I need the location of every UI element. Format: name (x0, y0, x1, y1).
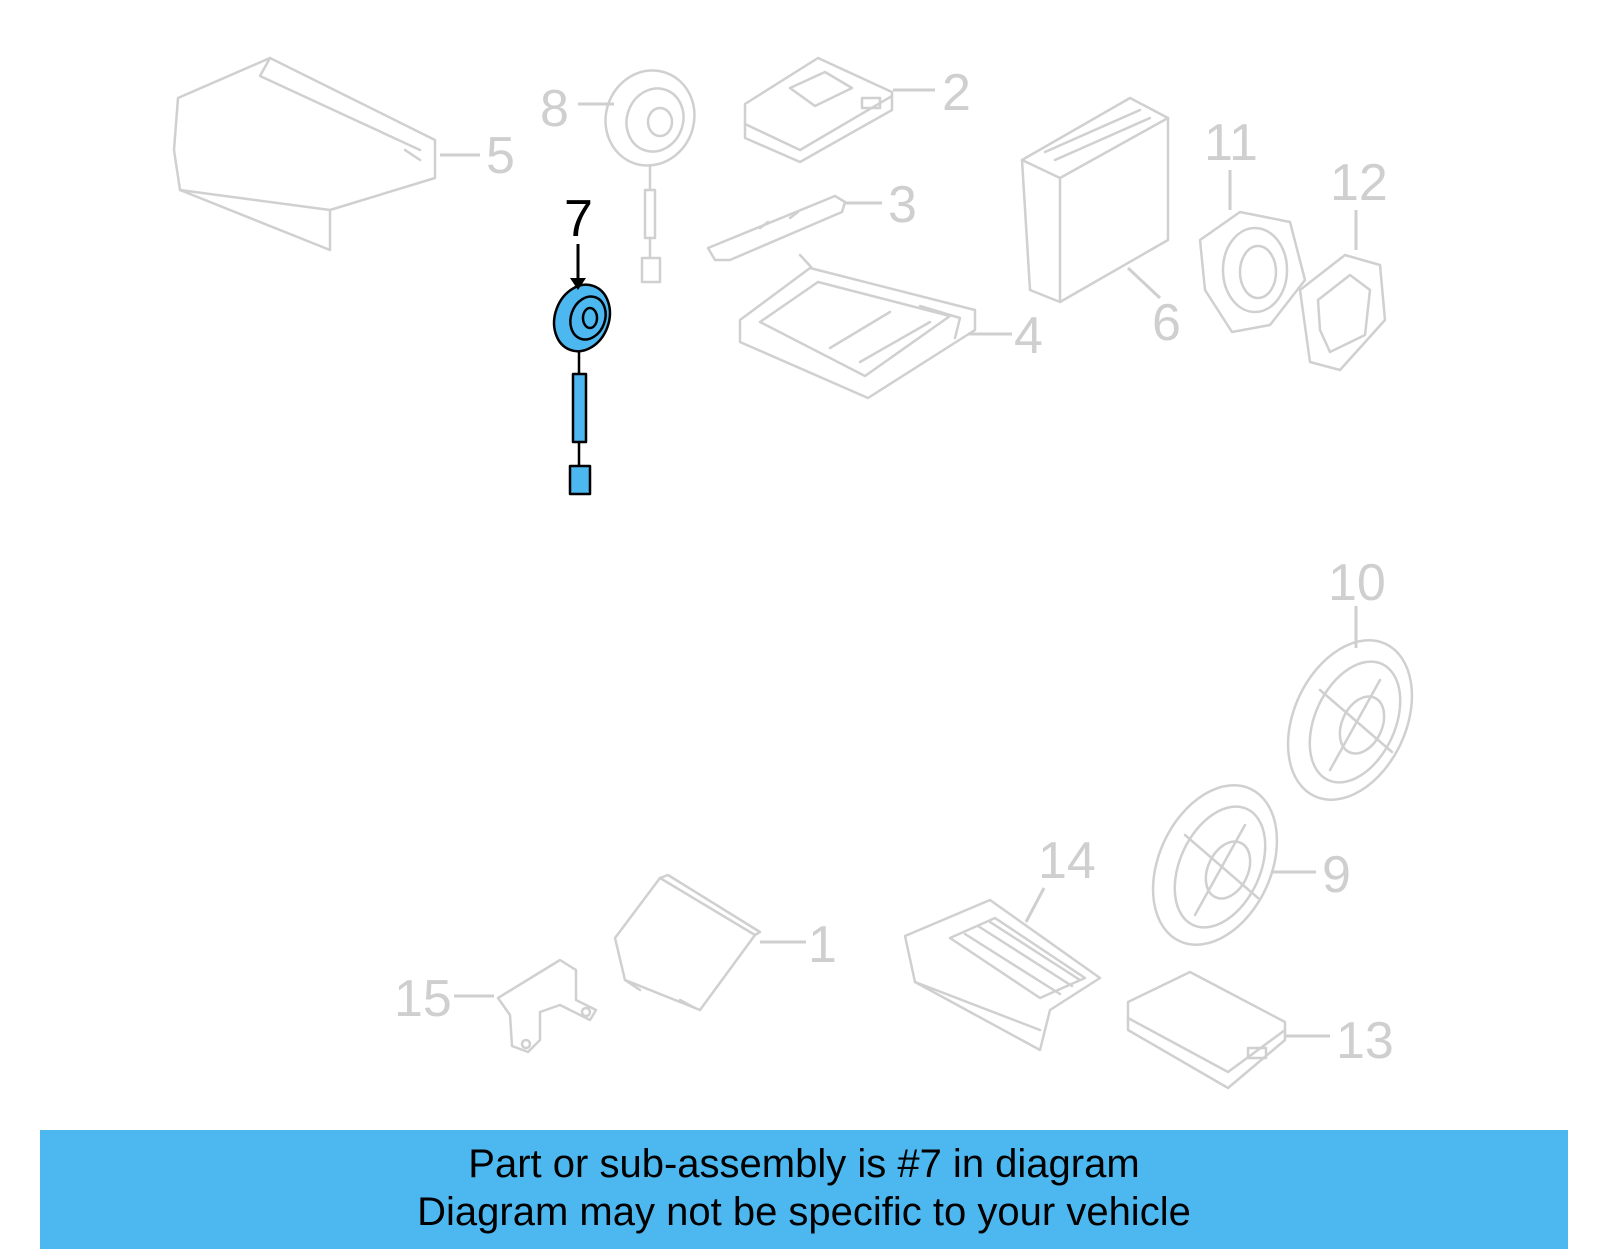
callout-9[interactable]: 9 (1322, 846, 1351, 904)
callout-3[interactable]: 3 (888, 176, 917, 234)
banner-line-1: Part or sub-assembly is #7 in diagram (468, 1142, 1140, 1186)
callout-13[interactable]: 13 (1336, 1012, 1394, 1070)
leader-6 (1126, 266, 1162, 300)
part-2-control-module[interactable] (743, 56, 894, 164)
banner-line-2: Diagram may not be specific to your vehi… (417, 1190, 1191, 1234)
part-4-mounting-tray[interactable] (738, 253, 977, 400)
part-3-bracket[interactable] (706, 194, 847, 262)
part-5-armrest[interactable] (172, 56, 437, 252)
part-11-speaker-housing[interactable] (1198, 210, 1307, 334)
part-7-tweeter-highlighted[interactable] (545, 277, 619, 496)
callout-5[interactable]: 5 (486, 127, 515, 185)
part-8-speaker[interactable] (592, 58, 708, 284)
callout-1[interactable]: 1 (808, 916, 837, 974)
part-1-enclosure[interactable] (613, 873, 762, 1012)
part-6-amplifier[interactable] (1020, 96, 1170, 304)
part-15-bracket[interactable] (496, 958, 598, 1054)
part-13-module[interactable] (1126, 970, 1287, 1090)
part-12-grille-plate[interactable] (1298, 253, 1387, 372)
callout-10[interactable]: 10 (1328, 554, 1386, 612)
callout-11[interactable]: 11 (1204, 114, 1258, 172)
callout-7[interactable]: 7 (564, 190, 593, 248)
callout-2[interactable]: 2 (942, 64, 971, 122)
part-10-speaker[interactable] (1264, 620, 1437, 820)
leader-14 (1024, 887, 1046, 923)
callout-6[interactable]: 6 (1152, 294, 1181, 352)
part-14-subwoofer-box[interactable] (903, 898, 1102, 1052)
callout-8[interactable]: 8 (540, 80, 569, 138)
callout-14[interactable]: 14 (1038, 832, 1096, 890)
part-9-speaker[interactable] (1129, 765, 1302, 965)
leader-7-arrow (570, 278, 586, 290)
info-banner: Part or sub-assembly is #7 in diagram Di… (40, 1130, 1568, 1249)
callout-4[interactable]: 4 (1014, 307, 1043, 365)
callout-15[interactable]: 15 (394, 970, 452, 1028)
callout-12[interactable]: 12 (1330, 154, 1388, 212)
